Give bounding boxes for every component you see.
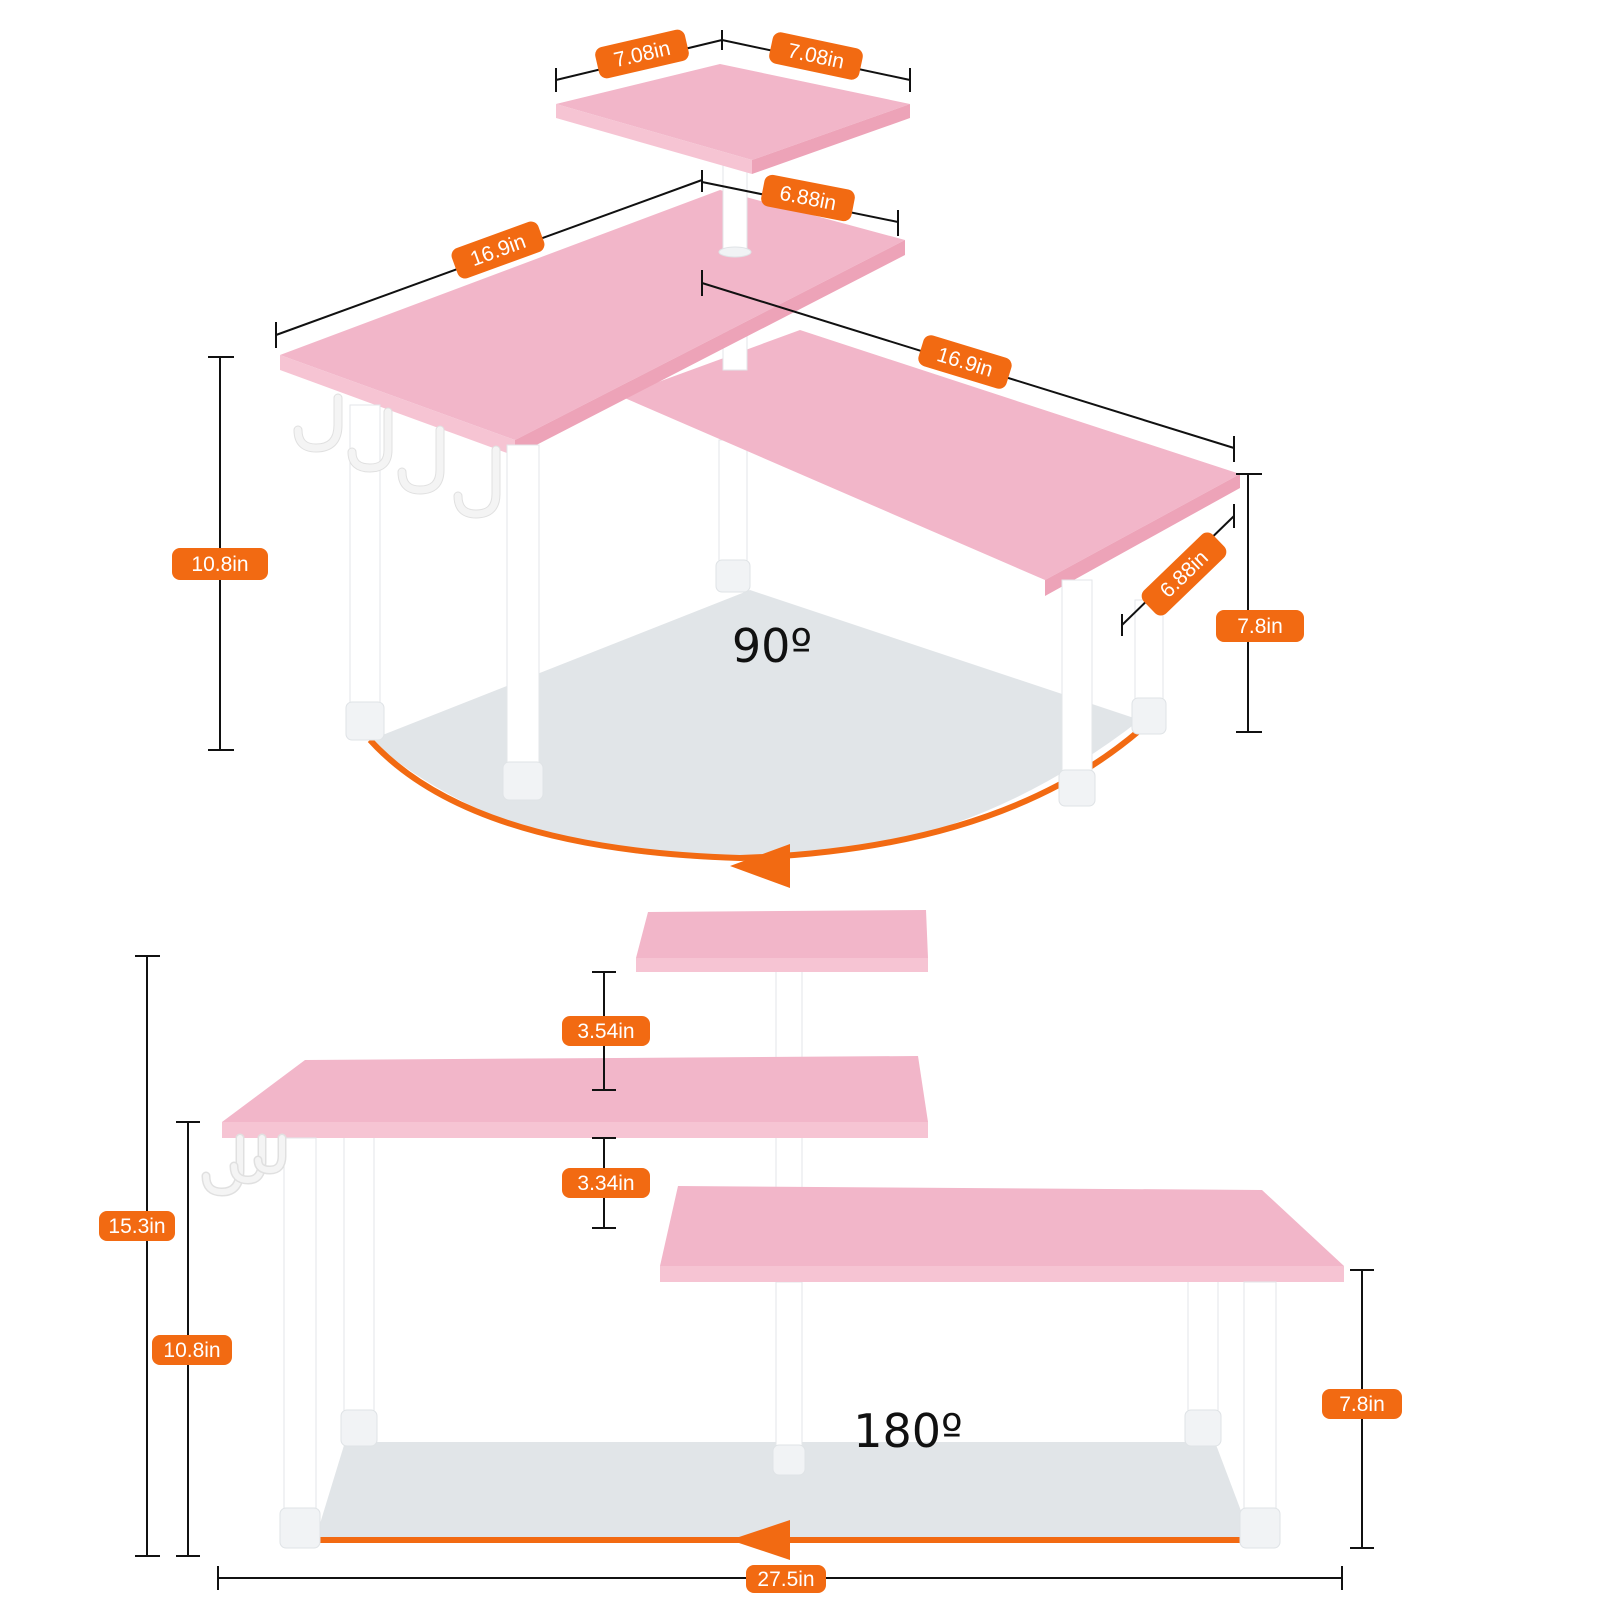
shelf-lower-straight — [660, 1186, 1344, 1266]
shelf-right-wing — [620, 330, 1240, 580]
hooks-bottom — [201, 1133, 287, 1197]
dimension-badge-right-depth: 6.88in — [1141, 532, 1227, 616]
svg-text:7.8in: 7.8in — [1237, 615, 1283, 638]
dimension-badge-right-height: 7.8in — [1216, 610, 1304, 642]
dimension-badge-left-height-straight: 10.8in — [152, 1335, 232, 1365]
rotation-arrow-icon — [730, 844, 790, 888]
floor-strip — [315, 1442, 1252, 1540]
dimension-badge-total-width: 27.5in — [746, 1565, 826, 1593]
center-post-bottom — [775, 1281, 803, 1463]
svg-text:10.8in: 10.8in — [191, 553, 248, 576]
svg-text:10.8in: 10.8in — [163, 1339, 220, 1362]
dimension-badge-middle-depth: 6.88in — [761, 174, 855, 222]
dimension-badge-lower-gap: 3.34in — [562, 1168, 650, 1198]
svg-text:27.5in: 27.5in — [757, 1568, 814, 1591]
leg-left-front — [506, 444, 540, 766]
dimension-badge-upper-gap: 3.54in — [562, 1016, 650, 1046]
hooks-top — [293, 393, 501, 519]
leg-right-front-straight — [1243, 1281, 1277, 1523]
svg-text:3.34in: 3.34in — [577, 1172, 634, 1195]
dimension-badge-top-left: 7.08in — [595, 29, 689, 79]
straight-configuration-view: 3.54in 3.34in 15.3in 10.8in 7.8in 27.5in… — [99, 910, 1402, 1593]
dimension-badge-left-height: 10.8in — [172, 548, 268, 580]
angle-label-180: 180º — [853, 1404, 962, 1458]
leg-left-back-straight — [343, 1134, 375, 1418]
leg-left-front-straight — [283, 1137, 317, 1521]
corner-configuration-view: 7.08in 7.08in 6.88in 16.9in 16.9in 6.88i… — [172, 29, 1304, 888]
svg-text:7.8in: 7.8in — [1339, 1393, 1385, 1416]
dimension-badge-total-height: 15.3in — [99, 1211, 175, 1241]
dimension-badge-top-right: 7.08in — [769, 32, 863, 80]
svg-text:3.54in: 3.54in — [577, 1020, 634, 1043]
direction-arrow-icon — [730, 1520, 790, 1560]
shelf-top-small — [556, 64, 910, 160]
floor-quarter-disc — [370, 590, 1140, 860]
center-post-upper — [722, 163, 748, 253]
angle-label-90: 90º — [732, 619, 812, 673]
dimension-badge-right-height-straight: 7.8in — [1322, 1389, 1402, 1419]
shelf-middle-straight — [222, 1056, 928, 1122]
rotation-arc — [367, 727, 1142, 862]
leg-right-back-straight — [1187, 1279, 1219, 1421]
svg-text:15.3in: 15.3in — [108, 1215, 165, 1238]
shelf-top-straight — [636, 910, 928, 958]
leg-foot-back-center — [715, 559, 751, 593]
dimension-badge-right-length: 16.9in — [918, 335, 1012, 389]
leg-right-front — [1061, 579, 1093, 801]
